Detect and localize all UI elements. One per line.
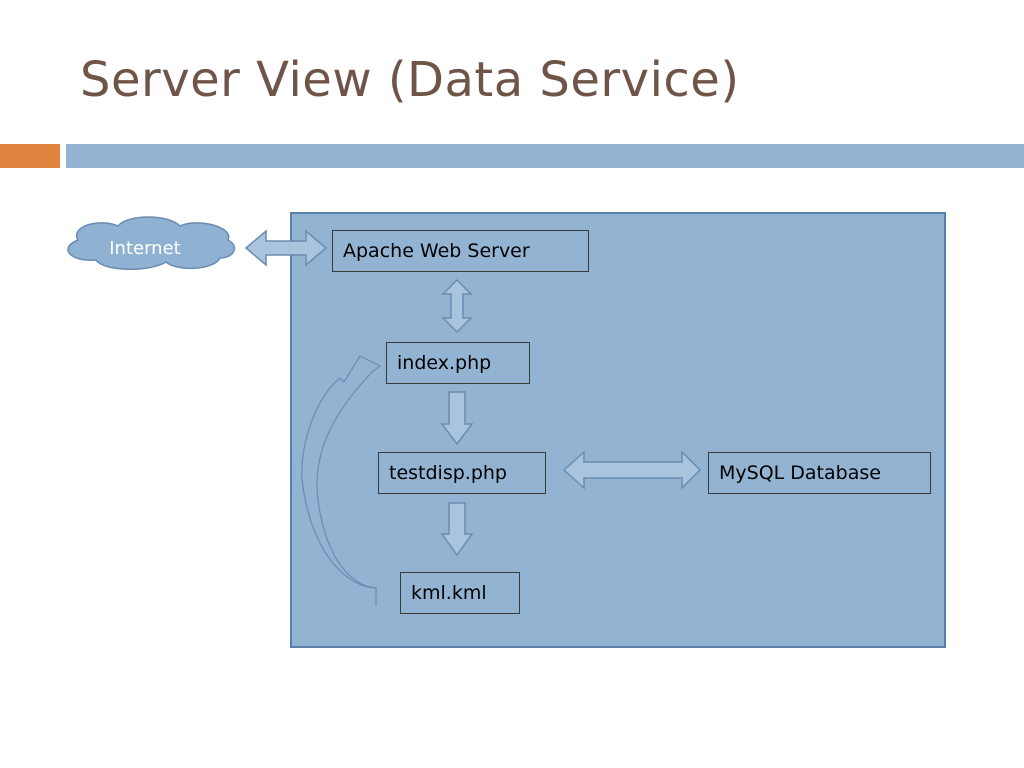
- arrow-apache-index: [441, 278, 473, 334]
- apache-web-server-label: Apache Web Server: [343, 240, 530, 262]
- mysql-database-box: MySQL Database: [708, 452, 931, 494]
- arrow-internet-apache: [244, 229, 328, 267]
- arrow-kml-index-curved: [301, 355, 382, 606]
- index-php-label: index.php: [397, 352, 492, 374]
- testdisp-php-label: testdisp.php: [389, 462, 507, 484]
- kml-file-box: kml.kml: [400, 572, 520, 614]
- arrow-testdisp-mysql: [562, 450, 702, 490]
- accent-bar-orange: [0, 144, 60, 168]
- mysql-database-label: MySQL Database: [719, 462, 881, 484]
- index-php-box: index.php: [386, 342, 530, 384]
- server-panel: [290, 212, 946, 648]
- arrow-index-testdisp: [440, 391, 474, 446]
- internet-cloud-shape: [67, 216, 236, 270]
- slide-title: Server View (Data Service): [80, 52, 740, 108]
- accent-bar-blue: [66, 144, 1024, 168]
- internet-label: Internet: [109, 237, 181, 259]
- apache-web-server-box: Apache Web Server: [332, 230, 589, 272]
- kml-file-label: kml.kml: [411, 582, 487, 604]
- testdisp-php-box: testdisp.php: [378, 452, 546, 494]
- arrow-testdisp-kml: [440, 502, 474, 557]
